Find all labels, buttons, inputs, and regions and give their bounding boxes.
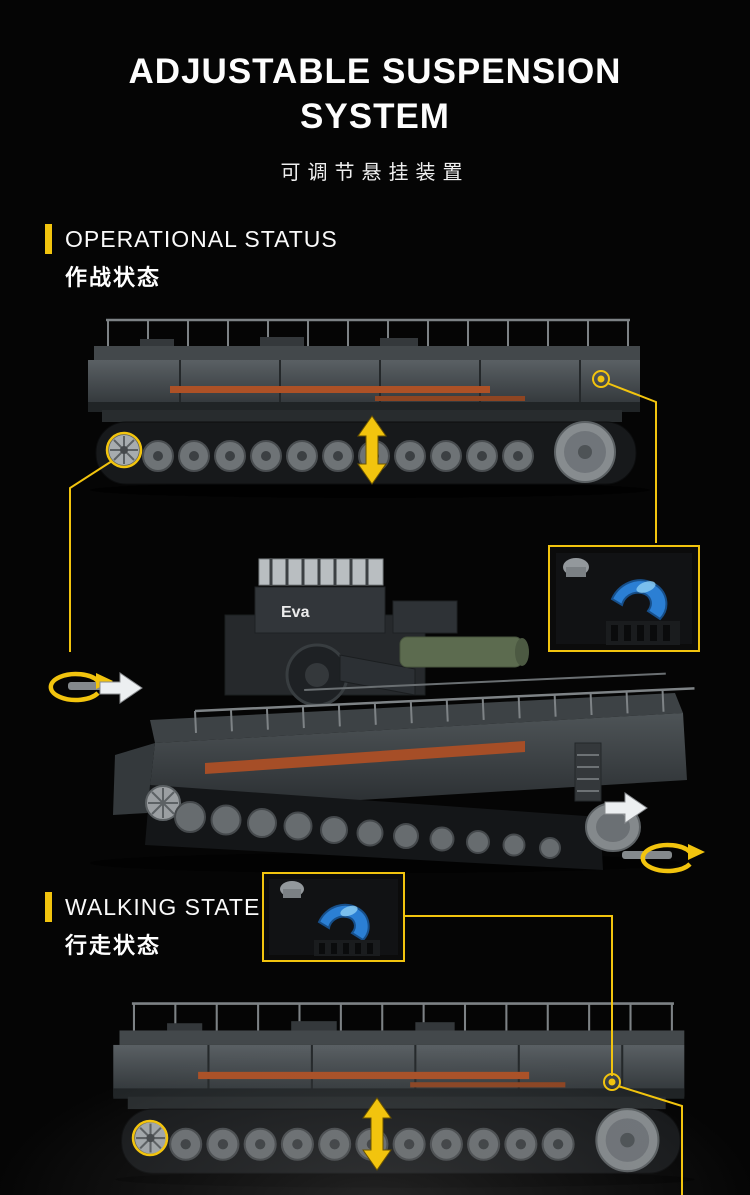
page-subtitle-cn: 可调节悬挂装置 (280, 162, 470, 184)
mechanism-base (606, 621, 680, 645)
orange-beam (205, 741, 525, 774)
ground-shadow (90, 482, 650, 498)
blue-suspension-piece (317, 903, 370, 942)
deck-hatch (140, 339, 174, 347)
hull-deck (150, 693, 683, 743)
page-title-line1: ADJUSTABLE SUSPENSION (128, 52, 622, 91)
stud-knob (563, 558, 589, 577)
section-operational-header: OPERATIONAL STATUS 作战状态 (45, 224, 338, 292)
front-idler-wheel (145, 785, 181, 821)
mortar-superstructure: Eva (224, 558, 529, 707)
wheel-hubs (153, 451, 523, 461)
section-walking-header: WALKING STATE 行走状态 (45, 892, 260, 960)
accent-bar (45, 224, 52, 254)
suspension-detail-inset-left (262, 872, 405, 962)
section-operational-label-cn: 作战状态 (65, 265, 162, 290)
deck-railing (106, 318, 630, 346)
tank-three-quarter-illustration: Eva (55, 545, 705, 875)
floor-glow (0, 1045, 750, 1195)
striped-roof (258, 558, 384, 586)
section-walking-label-cn: 行走状态 (65, 933, 162, 958)
drive-drum (554, 421, 616, 483)
shell-tray (399, 636, 523, 668)
model-name-label: Eva (281, 604, 310, 621)
deck-hatch (260, 337, 304, 347)
hull-deck (94, 346, 640, 360)
road-wheels (174, 801, 561, 859)
page-title-line2: SYSTEM (300, 97, 450, 136)
deck-railing (194, 672, 695, 734)
rear-ladder (574, 742, 602, 802)
eva-cab (254, 586, 386, 634)
hull-front (113, 743, 155, 815)
hull-panel-lines (179, 360, 581, 410)
hull-side (147, 713, 687, 813)
orange-beam-lower (375, 396, 525, 401)
tank-side-view-bottom-illustration (105, 993, 705, 1190)
deck-hatch (380, 338, 418, 347)
accent-bar (45, 892, 52, 922)
section-walking-label: WALKING STATE (65, 893, 261, 920)
lower-hull (102, 410, 622, 422)
mechanism-base (314, 940, 380, 956)
blue-suspension-piece (610, 579, 668, 621)
tank-side-view-top-illustration (80, 310, 660, 500)
orange-beam (170, 386, 490, 393)
section-operational-label: OPERATIONAL STATUS (65, 225, 338, 252)
hull-shadow-strip (88, 402, 640, 412)
idler-wheel (107, 433, 141, 467)
stud-knob (280, 881, 304, 898)
suspension-detail-inset-right (548, 545, 700, 652)
